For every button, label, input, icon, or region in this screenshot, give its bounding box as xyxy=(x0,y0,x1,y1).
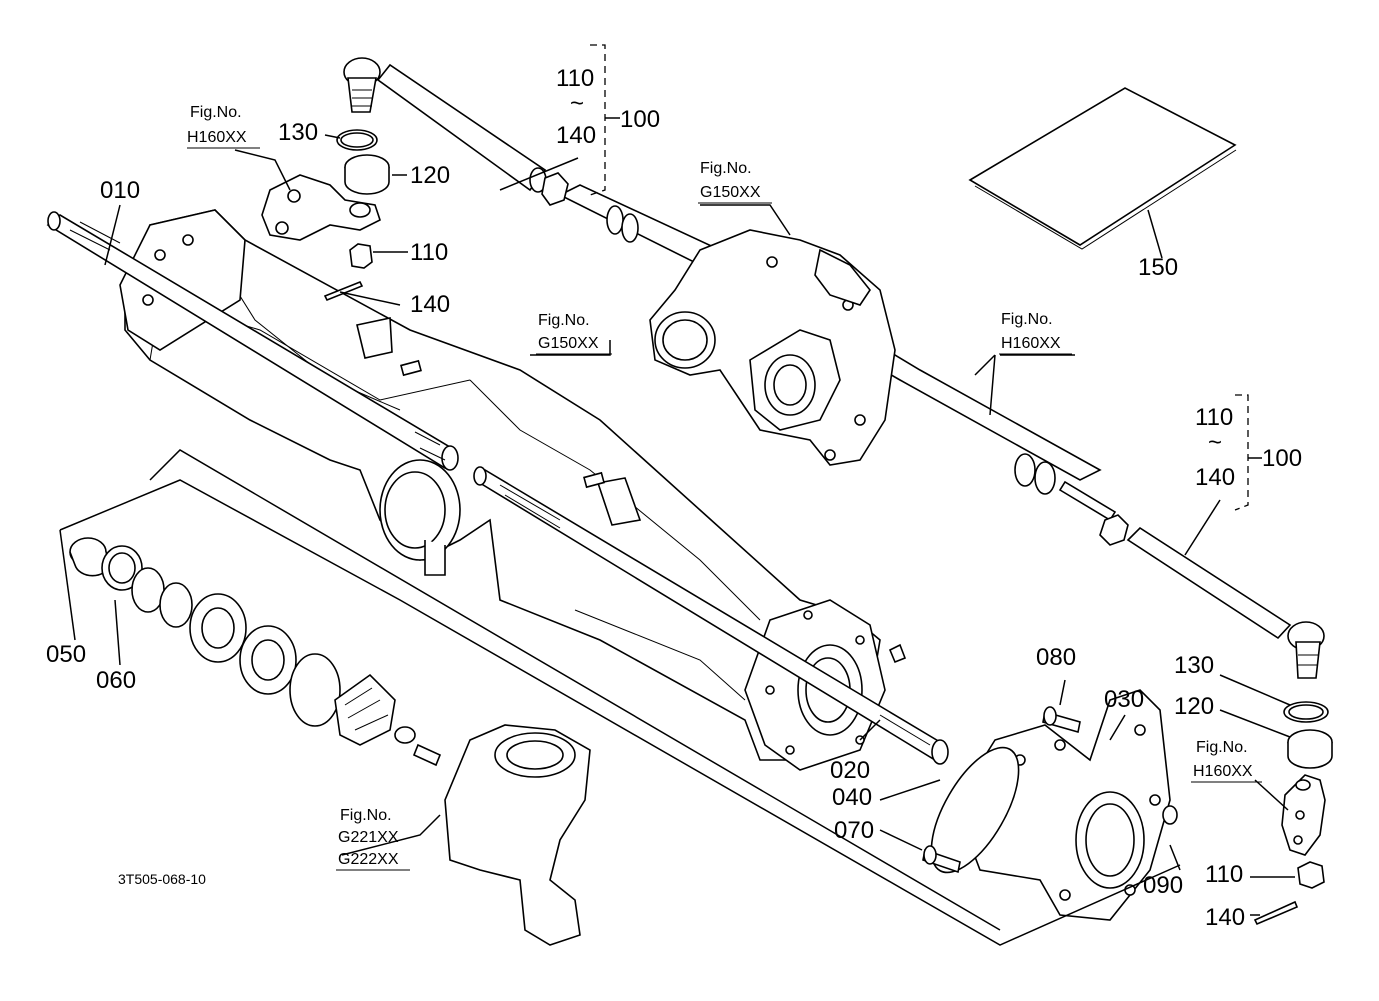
callout-080: 080 xyxy=(1036,644,1076,671)
callout-020: 020 xyxy=(830,757,870,784)
fig-number: G221XX xyxy=(338,829,399,846)
tilde-top: ~ xyxy=(570,90,584,117)
fig-number: G150XX xyxy=(700,184,761,201)
fig-number: H160XX xyxy=(187,129,247,146)
callout-140-range-top: 140 xyxy=(556,122,596,149)
callout-110-top: 110 xyxy=(410,239,448,266)
shaft-020 xyxy=(473,466,949,765)
kingpin-housing xyxy=(444,724,591,946)
diagram-code: 3T505-068-10 xyxy=(118,871,206,887)
tilde-right: ~ xyxy=(1208,429,1222,456)
range-bracket-right xyxy=(1234,394,1262,511)
callout-120-top: 120 xyxy=(410,162,450,189)
fig-number: H160XX xyxy=(1001,335,1061,352)
tie-rod-left xyxy=(343,57,569,206)
fig-ref-h160-lower: Fig.No. H160XX xyxy=(1191,739,1262,783)
fig-label: Fig.No. xyxy=(1001,311,1053,328)
cylinder-bracket xyxy=(649,229,896,466)
fig-number: H160XX xyxy=(1193,763,1253,780)
callout-140-range-right: 140 xyxy=(1195,464,1235,491)
gear-stack xyxy=(69,537,442,767)
fig-number: G150XX xyxy=(538,335,599,352)
callout-030: 030 xyxy=(1104,686,1144,713)
callout-100-right: 100 xyxy=(1262,445,1302,472)
callout-140-top: 140 xyxy=(410,291,450,318)
shaft-010 xyxy=(46,211,459,471)
tie-rod-right xyxy=(1126,526,1325,679)
callout-110-range-top: 110 xyxy=(556,65,594,92)
bolts xyxy=(888,643,1081,874)
callout-140-right: 140 xyxy=(1205,904,1245,931)
o-ring-040 xyxy=(930,746,1020,874)
fig-ref-h160-right: Fig.No. H160XX xyxy=(999,311,1072,355)
gear-case-030 xyxy=(964,689,1178,921)
fig-label: Fig.No. xyxy=(190,104,242,121)
callout-110-range-right: 110 xyxy=(1195,404,1233,431)
callout-050: 050 xyxy=(46,641,86,668)
fig-number: G222XX xyxy=(338,851,399,868)
fig-label: Fig.No. xyxy=(538,312,590,329)
small-parts-right xyxy=(1253,701,1333,926)
knuckle-arm-top xyxy=(261,174,381,241)
callout-120-right: 120 xyxy=(1174,693,1214,720)
fig-ref-h160-top: Fig.No. H160XX xyxy=(187,104,260,149)
fig-ref-g150-top: Fig.No. G150XX xyxy=(698,160,772,204)
callout-010: 010 xyxy=(100,177,140,204)
callout-070: 070 xyxy=(834,817,874,844)
knuckle-arm-right xyxy=(1281,774,1326,856)
callout-130-top: 130 xyxy=(278,119,318,146)
callout-130-right: 130 xyxy=(1174,652,1214,679)
manual-150 xyxy=(968,87,1237,250)
fig-label: Fig.No. xyxy=(340,807,392,824)
callout-090: 090 xyxy=(1143,872,1183,899)
fig-ref-g150-center: Fig.No. G150XX xyxy=(536,312,612,355)
fig-label: Fig.No. xyxy=(1196,739,1248,756)
callout-060: 060 xyxy=(96,667,136,694)
callout-150: 150 xyxy=(1138,254,1178,281)
small-parts-top xyxy=(323,129,390,302)
callout-100-top: 100 xyxy=(620,106,660,133)
range-bracket-top xyxy=(589,44,620,196)
fig-label: Fig.No. xyxy=(700,160,752,177)
callout-110-right: 110 xyxy=(1205,861,1243,888)
fig-ref-g221-g222: Fig.No. G221XX G222XX xyxy=(336,807,410,871)
callout-040: 040 xyxy=(832,784,872,811)
leader-lines xyxy=(59,134,1295,946)
